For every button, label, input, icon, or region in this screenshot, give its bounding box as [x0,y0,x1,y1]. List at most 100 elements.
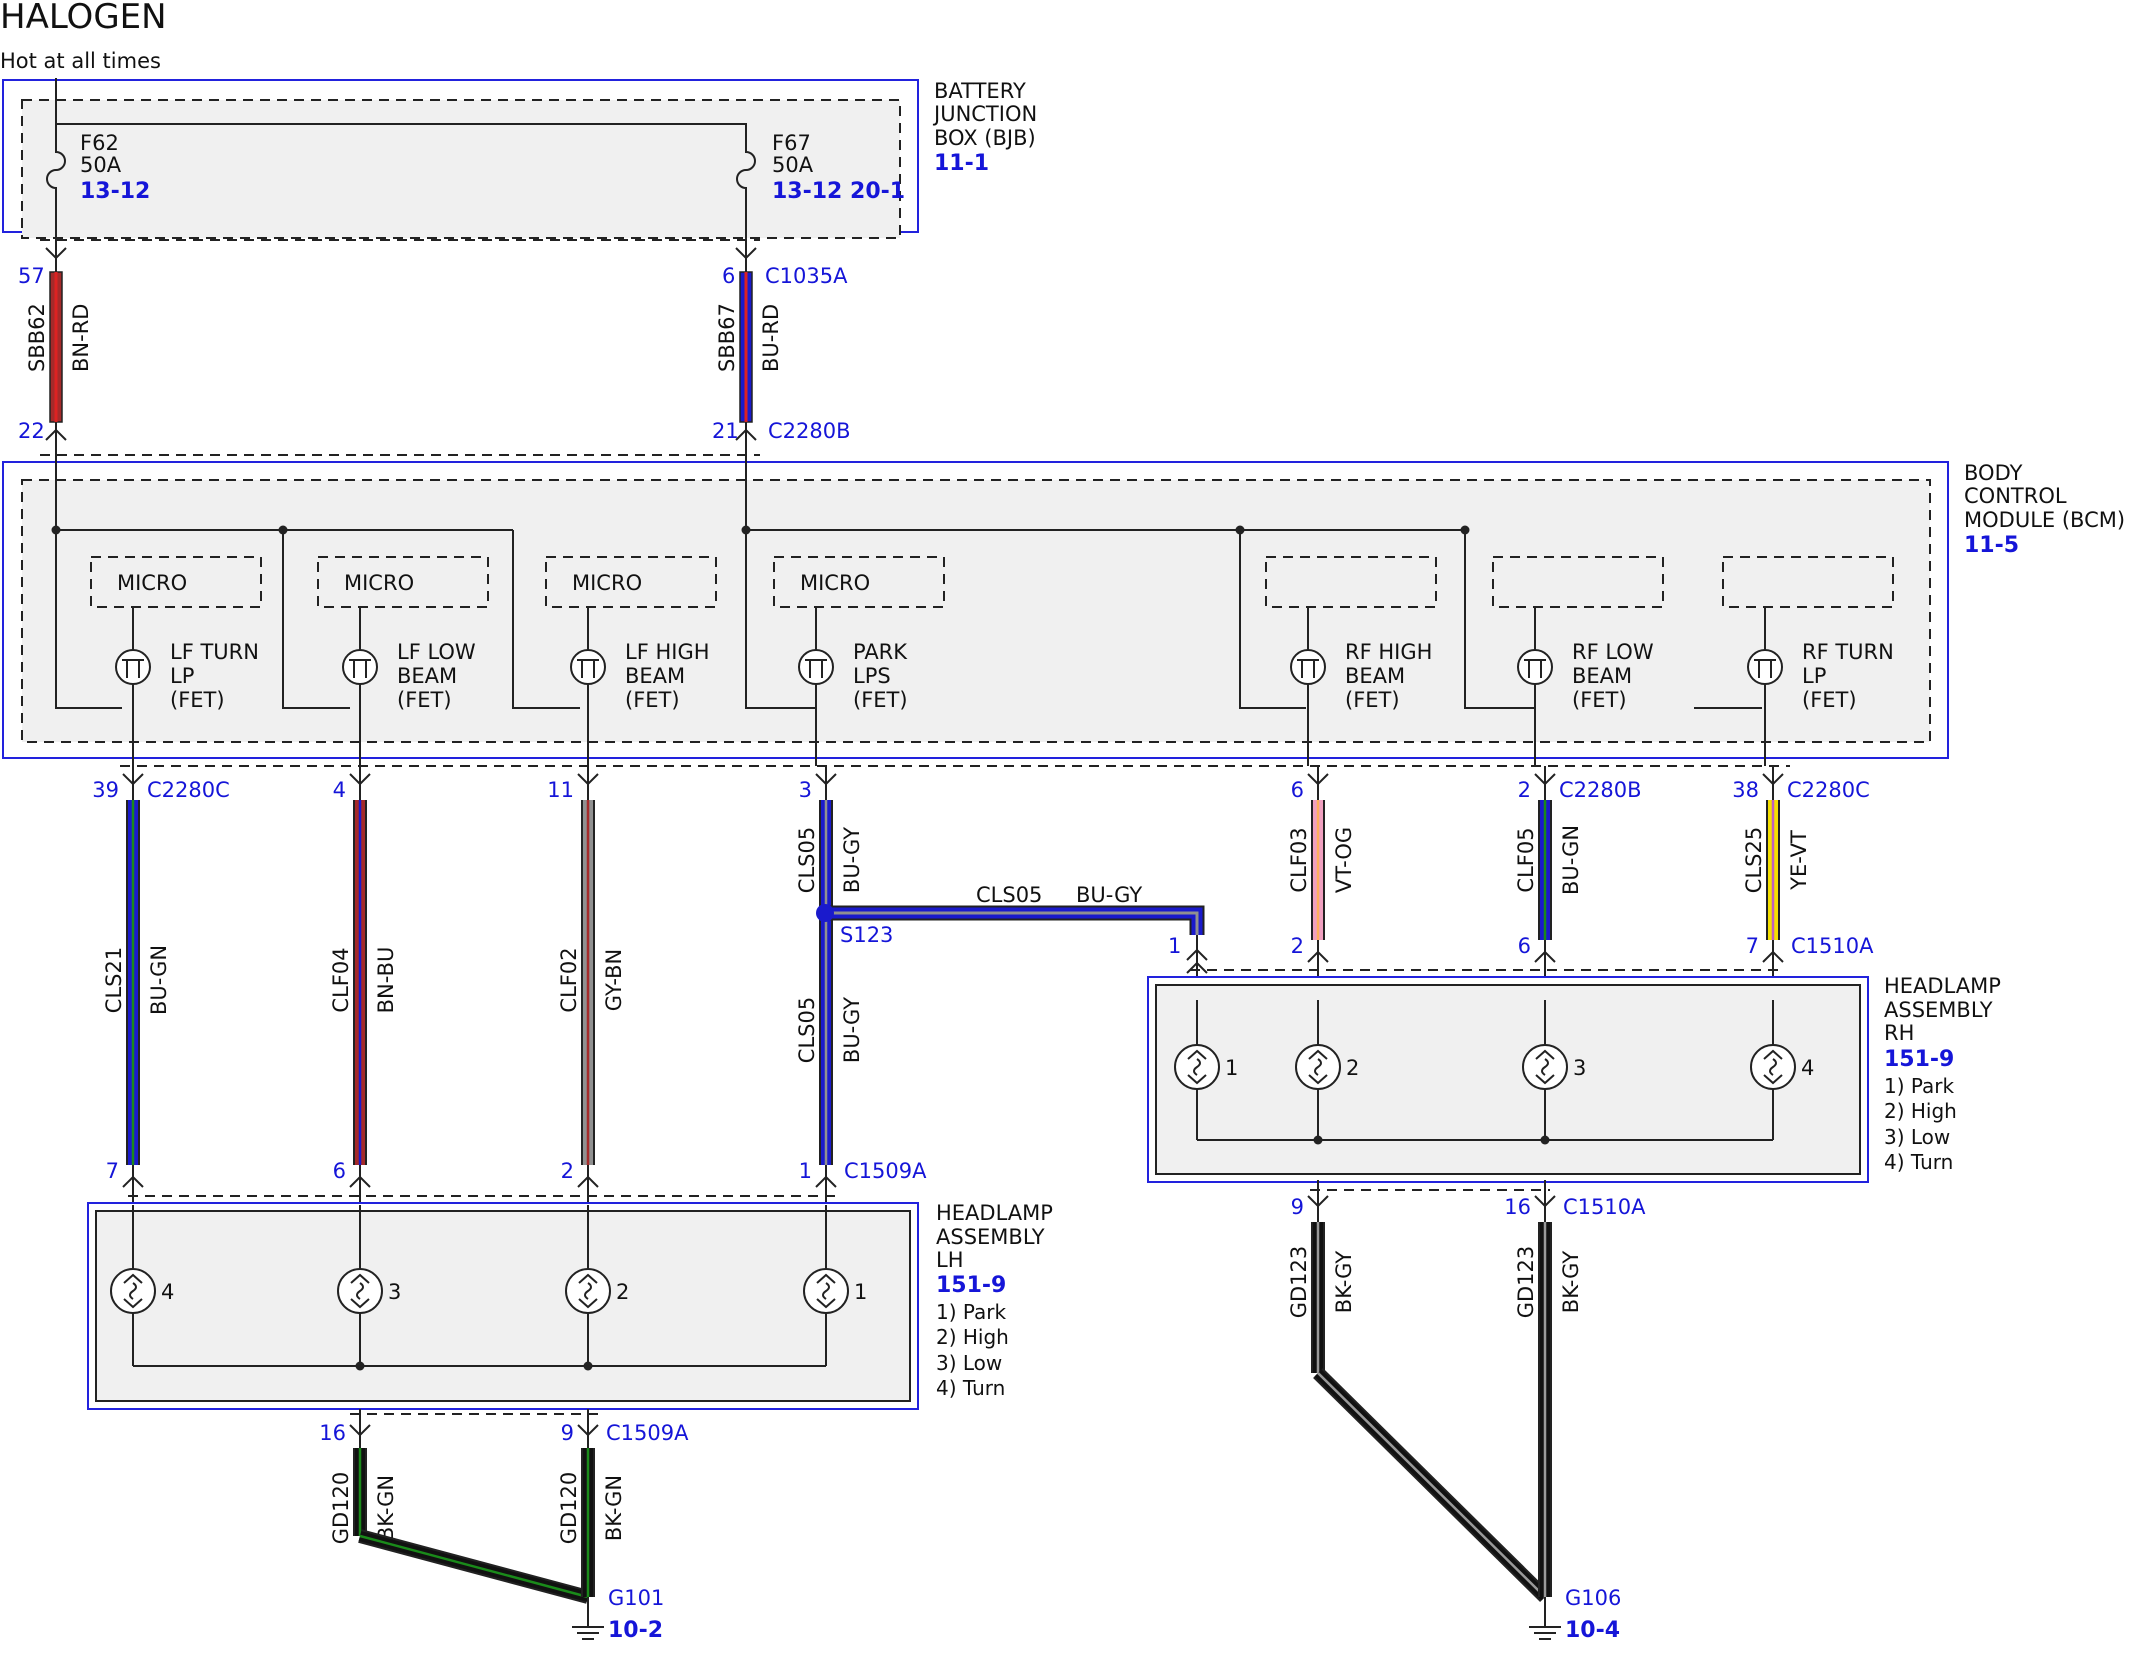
output-7-color: YE-VT [1787,830,1811,891]
bcm-micro-box-2 [317,556,489,608]
bcm-driver-label-5-line-2: BEAM [1345,664,1405,688]
output-4-conn-bottom: C1509A [844,1159,927,1183]
fet-icon-symbol [122,659,144,678]
bcm-junction-1 [51,525,61,535]
ground-1-circuit-1: GD120 [329,1472,353,1545]
output-1-circuit: CLS21 [102,947,126,1013]
output-3-pin-top: 11 [547,778,574,802]
fuse-f67-refs: 13-12 20-1 [772,179,905,204]
bcm-micro-box-4 [773,556,945,608]
headlamp-rh-name-line-3: RH [1884,1021,1914,1045]
fet-icon [1747,649,1783,685]
bjb-inner [21,99,901,239]
headlamp_rh-bulb-1: 1 [1174,1000,1238,1140]
output-2-pin-top: 4 [333,778,346,802]
splice-branch-pin: 1 [1168,934,1181,958]
ground-1-id: G101 [608,1586,664,1610]
ground-2-pin-1: 9 [1291,1195,1304,1219]
output-3-bottom-arrow [577,1175,599,1188]
feed-2-color: BU-RD [759,304,783,372]
bcm-driver-label-3-line-2: BEAM [625,664,685,688]
fuse-f62-id: F62 [80,131,119,155]
bjb-name-line-2: JUNCTION [932,102,1037,126]
fuse-f62-rating: 50A [80,153,122,177]
ground-2-wire-b-stripe [1317,1372,1546,1598]
output-1-pin-bottom: 7 [106,1159,119,1183]
bcm-driver-label-5-line-3: (FET) [1345,688,1400,712]
output-wire-2: 4 6 CLF04 BN-BU [329,766,398,1205]
output-4-pin-bottom: 1 [799,1159,812,1183]
headlamp-rh-legend-3: 3) Low [1884,1125,1950,1149]
output-4-pin-top: 3 [799,778,812,802]
feed-2-pin-bottom: 21 [712,419,739,443]
bcm-bus-left-drops [282,530,580,709]
headlamp_rh-bulb-4: 4 [1750,1000,1814,1140]
output-2-color: BN-BU [374,947,398,1014]
bcm-name-line-1: BODY [1964,461,2023,485]
bcm-name-line-2: CONTROL [1964,484,2067,508]
headlamp_rh-return-junction-1 [1313,1135,1323,1145]
output-1-color: BU-GN [147,945,171,1015]
bcm-micro-box-5 [1265,556,1437,608]
fet-icon [1517,649,1553,685]
bcm-micro-label-2: MICRO [344,571,414,595]
lamp-icon-filament [578,1273,598,1309]
splice-circuit: CLS05 [976,883,1042,907]
bcm-driver-label-3-line-1: LF HIGH [625,640,710,664]
bcm-bus-right-drops [1239,530,1534,709]
output-4-lower-circuit: CLS05 [795,997,819,1063]
ground-1-circuit-2: GD120 [557,1472,581,1545]
output-5-top-arrow [1307,773,1329,786]
bcm-driver-label-1-line-2: LP [170,664,194,688]
bcm-driver-label-7-line-3: (FET) [1802,688,1857,712]
output-2-pin-bottom: 6 [333,1159,346,1183]
headlamp-lh-legend-1: 1) Park [936,1300,1007,1324]
output-6-pin-bottom: 6 [1518,934,1531,958]
headlamp-rh-legend-4: 4) Turn [1884,1150,1953,1174]
output-6-pin-top: 2 [1518,778,1531,802]
bcm-driver-label-5-line-1: RF HIGH [1345,640,1432,664]
fuse-f67-rating: 50A [772,153,814,177]
headlamp_rh-bulb-2-label: 2 [1346,1056,1359,1080]
ground-2-circuit-2: GD123 [1514,1246,1538,1319]
splice-dot [816,904,834,922]
fet-icon [342,649,378,685]
fet-icon-symbol [349,659,371,678]
feed-1-circuit: SBB62 [25,303,49,372]
bcm-driver-label-2-line-2: BEAM [397,664,457,688]
output-3-top-arrow [577,773,599,786]
headlamp-assembly-rh: HEADLAMP ASSEMBLY RH 151-9 1) Park 2) Hi… [1147,974,2001,1183]
bjb-name-line-3: BOX (BJB) [934,126,1036,150]
ground-icon [572,1597,604,1640]
headlamp-lh-legend-3: 3) Low [936,1351,1002,1375]
output-6-circuit: CLF05 [1514,827,1538,892]
ground-1-arrow-1 [349,1424,371,1437]
bcm-driver-label-6-line-1: RF LOW [1572,640,1654,664]
splice-s123: S123 CLS05 BU-GY 1 [816,883,1208,1000]
ground-1-color-1: BK-GN [374,1475,398,1541]
ground-1-arrow-2 [577,1424,599,1437]
headlamp_lh-bulb-2-label: 3 [388,1280,401,1304]
output-5-pin-bottom: 2 [1291,934,1304,958]
output-5-bottom-arrow [1307,950,1329,963]
output-4-bottom-arrow [815,1175,837,1188]
headlamp-lh-name-line-1: HEADLAMP [936,1201,1053,1225]
output-7-pin-top: 38 [1732,778,1759,802]
fet-icon-symbol [1524,659,1546,678]
bcm-driver-label-6-line-3: (FET) [1572,688,1627,712]
output-6-top-arrow [1534,773,1556,786]
ground-2-arrow-2 [1534,1195,1556,1208]
feed-1-pin-top: 57 [18,264,45,288]
output-2-circuit: CLF04 [329,947,353,1012]
